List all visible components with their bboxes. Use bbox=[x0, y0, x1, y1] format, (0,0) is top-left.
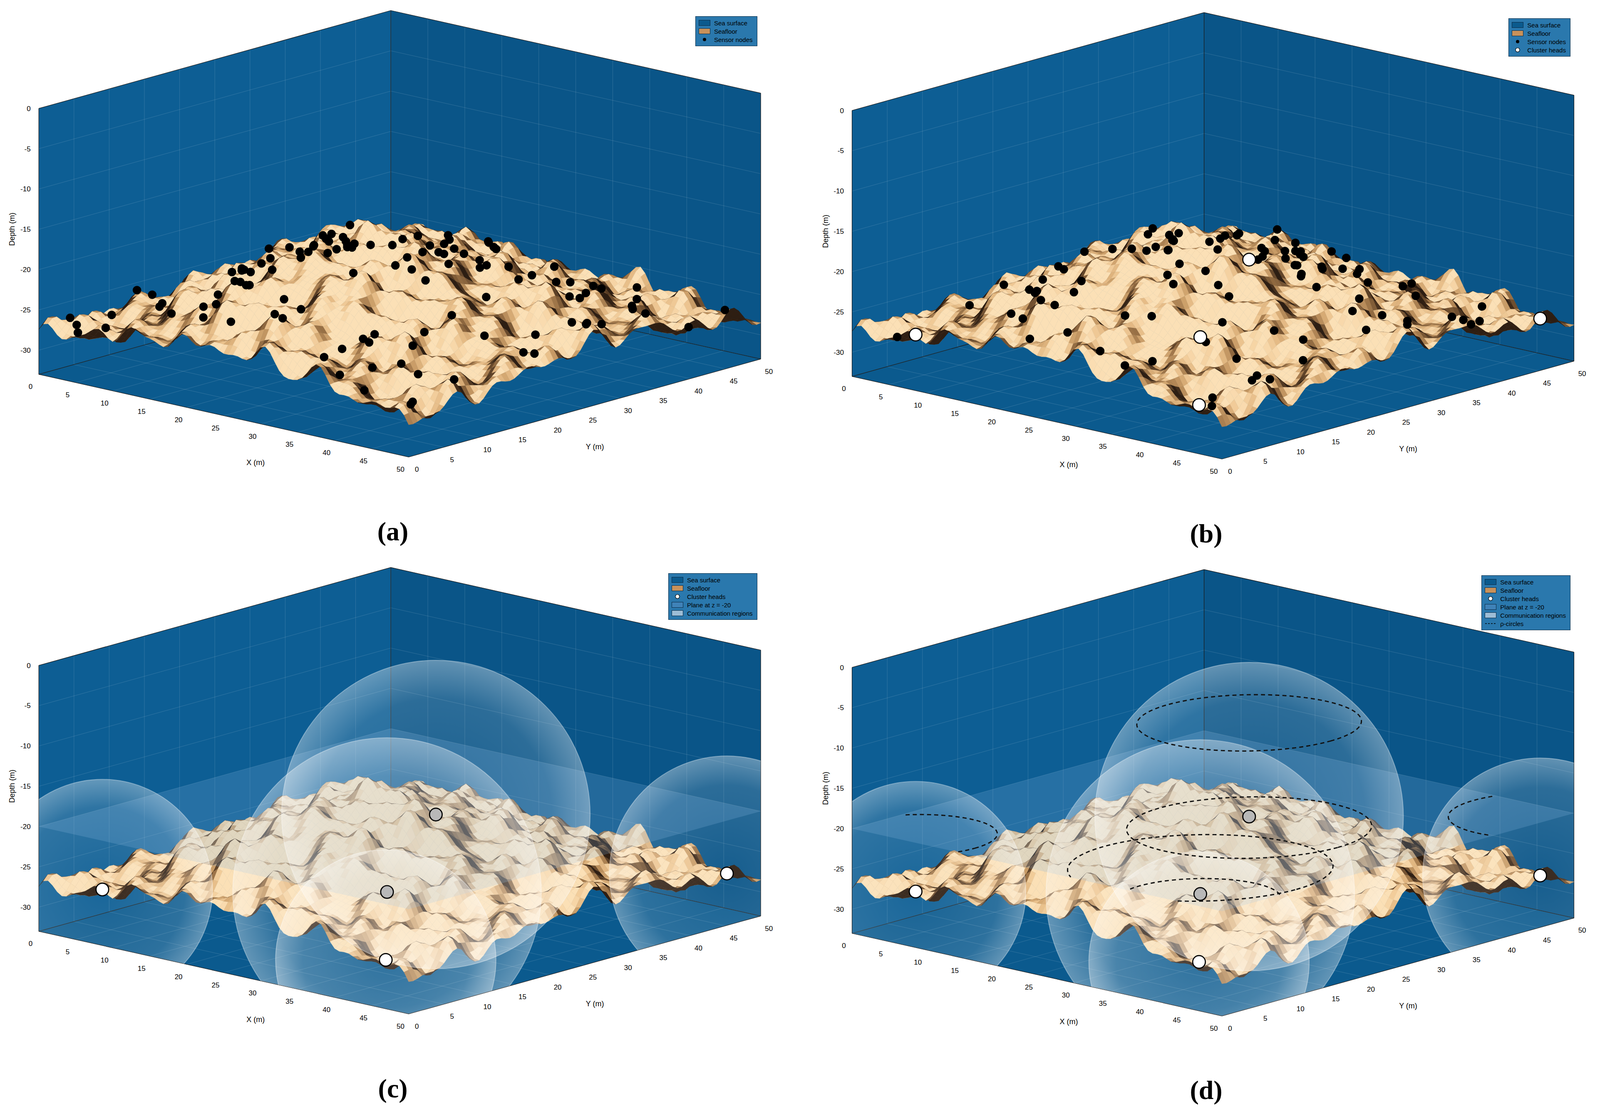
figure-canvas bbox=[0, 0, 1600, 1114]
figure: Depth (m)X (m)Y (m)0-5-10-15-20-25-30051… bbox=[0, 0, 1600, 1114]
